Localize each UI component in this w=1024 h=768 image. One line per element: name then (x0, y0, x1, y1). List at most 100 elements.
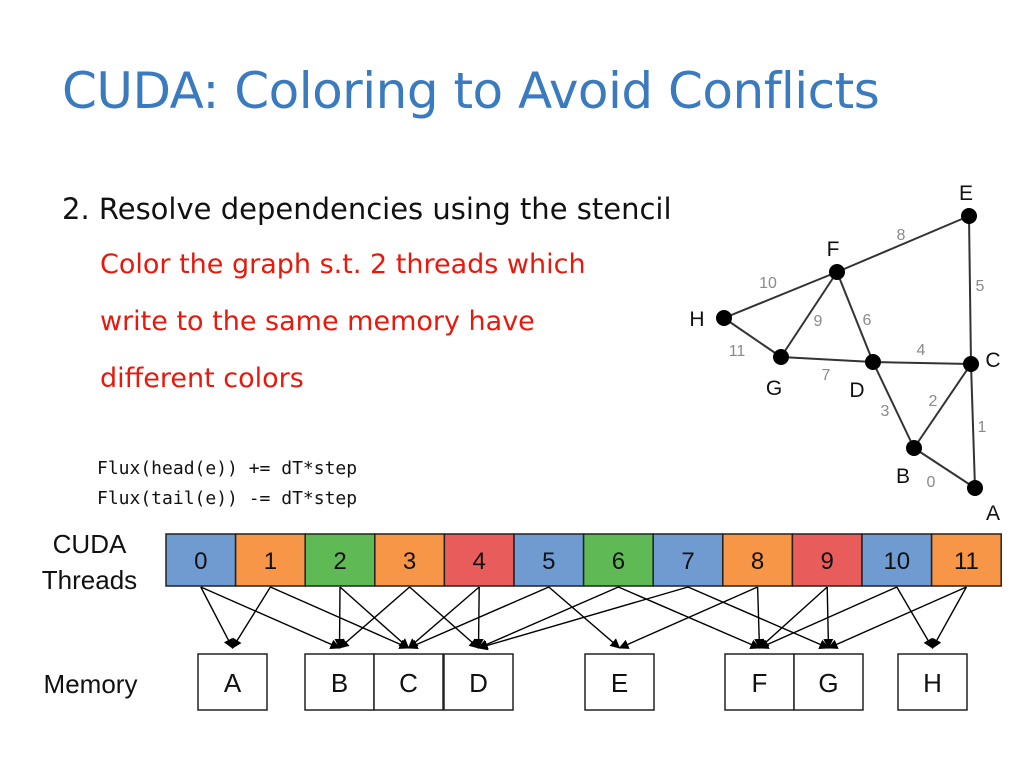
thread-cell-8 (722, 533, 794, 587)
memory-cell-b (304, 653, 375, 711)
memory-label-h: H (923, 668, 942, 698)
graph-node-f (829, 264, 845, 280)
memory-row: A B C D E F G H (197, 653, 968, 711)
graph-edge-label-7: 7 (822, 367, 831, 384)
thread-label-5: 5 (542, 548, 555, 575)
arrow-11-h (931, 586, 968, 649)
thread-label-11: 11 (954, 548, 979, 575)
graph-node-label-e: E (959, 182, 973, 205)
graph-edge-label-11: 11 (729, 343, 746, 360)
graph-edge-2 (913, 363, 972, 449)
code-line-1: Flux(head(e)) += dT*step (97, 458, 358, 479)
graph-node-e (961, 208, 977, 224)
graph-edge-label-5: 5 (976, 278, 985, 295)
code-line-2: Flux(tail(e)) -= dT*step (97, 488, 358, 509)
thread-label-9: 9 (821, 548, 834, 575)
graph-edge-11 (723, 317, 782, 358)
graph-edge-8 (836, 215, 970, 273)
arrow-6-d (477, 586, 619, 649)
graph-node-label-g: G (766, 377, 782, 400)
thread-label-6: 6 (612, 548, 625, 575)
graph-node-g (773, 349, 789, 365)
memory-cell-h (897, 653, 968, 711)
threads-row-label: CUDA Threads (22, 526, 157, 598)
arrow-3-b (338, 586, 411, 649)
thread-cell-4 (443, 533, 515, 587)
graph-node-label-f: F (827, 238, 840, 261)
memory-cell-a (197, 653, 268, 711)
arrow-0-b (200, 586, 341, 649)
graph-edge-label-8: 8 (897, 227, 906, 244)
memory-label-d: D (469, 668, 488, 698)
arrow-10-h (896, 586, 934, 649)
thread-cell-2 (304, 533, 376, 587)
memory-label-b: B (331, 668, 348, 698)
thread-label-10: 10 (883, 548, 910, 575)
graph-node-label-a: A (986, 502, 1000, 525)
graph-node-label-b: B (896, 465, 910, 488)
memory-label-e: E (611, 668, 628, 698)
arrow-2-b (334, 586, 345, 649)
memory-row-label: Memory (43, 669, 138, 699)
thread-cell-0 (165, 533, 237, 587)
memory-label-f: F (752, 668, 768, 698)
thread-label-7: 7 (681, 548, 694, 575)
graph-edge-4 (872, 361, 972, 365)
graph-edge-9 (780, 271, 838, 358)
thread-label-4: 4 (473, 548, 486, 575)
memory-cell-d (443, 653, 514, 711)
graph-edge-6 (836, 271, 874, 363)
thread-cell-3 (374, 533, 446, 587)
graph-node-b (906, 440, 922, 456)
thread-label-8: 8 (751, 548, 764, 575)
graph-node-label-d: D (849, 379, 864, 402)
thread-cell-10 (861, 533, 933, 587)
graph-edge-label-6: 6 (863, 312, 872, 329)
graph-node-h (716, 310, 732, 326)
arrow-10-f (758, 586, 898, 649)
thread-cell-9 (791, 533, 863, 587)
arrow-8-f (754, 586, 765, 649)
graph-edge-5 (968, 215, 972, 365)
thread-label-2: 2 (333, 548, 346, 575)
arrow-0-a (200, 586, 234, 649)
graph-edge-label-1: 1 (978, 419, 987, 436)
arrow-11-g (827, 586, 967, 649)
graph-edge-1 (970, 363, 976, 489)
graph-edge-3 (872, 361, 915, 449)
graph-edge-label-9: 9 (814, 313, 823, 330)
memory-label-c: C (399, 668, 418, 698)
graph-node-label-c: C (985, 349, 1000, 372)
graph-edge-label-4: 4 (917, 342, 926, 359)
arrow-9-f (758, 586, 828, 649)
arrow-1-a (231, 586, 271, 649)
sub-line-2: write to the same memory have (100, 306, 535, 337)
thread-cell-7 (652, 533, 724, 587)
threads-label-line-1: CUDA (52, 529, 127, 559)
memory-cell-c (373, 653, 444, 711)
graph-edge-7 (780, 356, 874, 363)
arrow-4-c (407, 586, 480, 649)
memory-cell-e (584, 653, 655, 711)
arrow-7-d (477, 586, 689, 651)
memory-label-a: A (224, 668, 242, 698)
memory-cell-g (793, 653, 864, 711)
graph-edge-label-3: 3 (881, 403, 890, 420)
graph-node-a (967, 480, 983, 496)
graph-edge-0 (913, 447, 976, 489)
graph-edge-label-0: 0 (927, 474, 936, 491)
thread-cell-11 (930, 533, 1002, 587)
graph-edge-label-2: 2 (929, 393, 938, 410)
arrow-5-c (407, 586, 550, 649)
thread-label-1: 1 (264, 548, 277, 575)
graph-node-c (963, 356, 979, 372)
graph-node-label-h: H (689, 308, 704, 331)
memory-cell-f (724, 653, 795, 711)
graph-node-d (865, 354, 881, 370)
threads-label-line-2: Threads (41, 565, 138, 595)
thread-label-0: 0 (194, 548, 207, 575)
memory-label-g: G (818, 668, 838, 698)
